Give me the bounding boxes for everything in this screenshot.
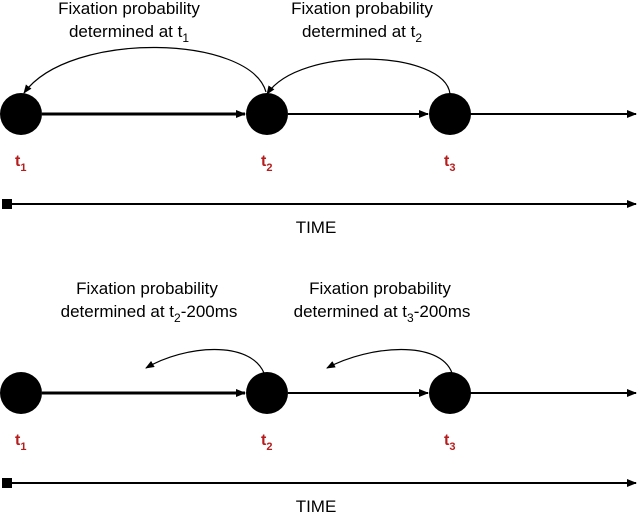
- top-fixation-3-dot: [429, 93, 471, 135]
- top-fixation-2-label: t2: [261, 153, 272, 174]
- bottom-curved-arrow-2: [326, 349, 453, 374]
- top-fixation-3-label: t3: [444, 153, 455, 174]
- top-fixation-1-dot: [0, 93, 42, 135]
- top-time-label: TIME: [296, 218, 337, 237]
- top-fixation-2-dot: [246, 93, 288, 135]
- top-annotation-2-line2: determined at t2: [302, 22, 422, 45]
- bottom-panel: Fixation probability determined at t2-20…: [0, 279, 637, 513]
- bottom-curved-arrow-1: [145, 349, 265, 374]
- bottom-fixation-3-label: t3: [444, 432, 455, 453]
- bottom-annotation-2-line1: Fixation probability: [309, 279, 451, 298]
- bottom-time-label: TIME: [296, 497, 337, 513]
- top-panel: Fixation probability determined at t1 Fi…: [0, 0, 637, 237]
- top-curved-arrow-1: [23, 46, 267, 94]
- top-annotation-1-line1: Fixation probability: [58, 0, 200, 18]
- bottom-fixation-2-label: t2: [261, 432, 272, 453]
- bottom-annotation-1-line1: Fixation probability: [76, 279, 218, 298]
- top-curved-arrow-2: [266, 58, 451, 95]
- bottom-time-axis-start: [2, 478, 12, 488]
- top-annotation-1-line2: determined at t1: [69, 22, 189, 45]
- top-fixation-1-label: t1: [15, 153, 26, 174]
- bottom-annotation-2-line2: determined at t3-200ms: [294, 302, 471, 325]
- bottom-fixation-3-dot: [429, 372, 471, 414]
- top-annotation-2-line1: Fixation probability: [291, 0, 433, 18]
- bottom-annotation-1-line2: determined at t2-200ms: [61, 302, 238, 325]
- bottom-fixation-1-label: t1: [15, 432, 26, 453]
- bottom-fixation-1-dot: [0, 372, 42, 414]
- bottom-fixation-2-dot: [246, 372, 288, 414]
- top-time-axis-start: [2, 199, 12, 209]
